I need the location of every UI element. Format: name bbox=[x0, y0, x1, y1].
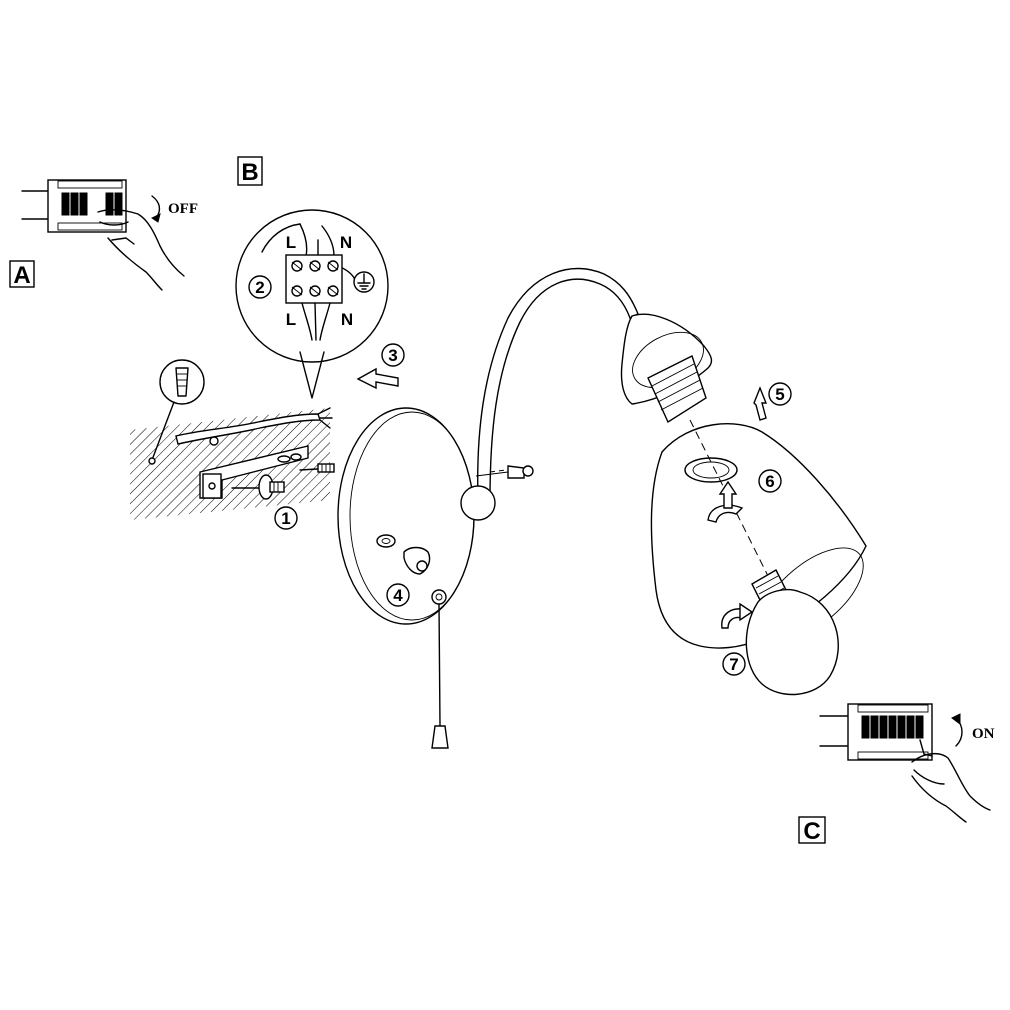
step-badge-5: 5 bbox=[768, 382, 792, 406]
wall-plug-callout bbox=[148, 359, 205, 465]
terminal-neutral-bottom: N bbox=[341, 310, 353, 329]
step-badge-4: 4 bbox=[386, 583, 410, 607]
wall-section-hatched bbox=[130, 408, 330, 520]
step-label-a: A bbox=[9, 260, 35, 289]
terminal-block bbox=[285, 254, 343, 304]
step-badge-4-text: 4 bbox=[393, 586, 403, 605]
direction-arrow-3 bbox=[356, 367, 399, 390]
breaker-switches bbox=[61, 192, 123, 216]
step-label-c-text: C bbox=[803, 818, 820, 845]
mains-cable bbox=[175, 407, 333, 446]
step-badge-7-text: 7 bbox=[729, 655, 738, 674]
hand-icon-on bbox=[911, 739, 991, 823]
step-badge-7: 7 bbox=[722, 652, 746, 676]
step-label-b: B bbox=[237, 156, 263, 186]
breaker-terminal-row-bottom bbox=[57, 222, 123, 231]
mounting-bracket bbox=[199, 445, 309, 499]
terminal-block-callout bbox=[235, 209, 389, 399]
terminal-live-top: L bbox=[286, 233, 296, 252]
step-4-fixing-screw bbox=[376, 534, 431, 575]
wall-anchor-screw bbox=[231, 474, 285, 500]
breaker-panel-on bbox=[819, 703, 933, 761]
switch-off-label: OFF bbox=[168, 201, 198, 217]
step-badge-6-text: 6 bbox=[765, 472, 774, 491]
light-bulb bbox=[745, 569, 839, 696]
breaker-panel-off bbox=[21, 179, 127, 233]
earth-ground-icon bbox=[353, 271, 375, 293]
step-badge-6: 6 bbox=[758, 469, 782, 493]
rotate-off-arrow-icon bbox=[151, 195, 161, 223]
rotate-on-arrow-icon bbox=[951, 713, 963, 747]
supply-cable-into-block bbox=[301, 302, 331, 341]
bulb-socket-thread bbox=[647, 355, 707, 424]
breaker-switches-on bbox=[861, 715, 924, 739]
bracket-screw bbox=[299, 463, 335, 473]
terminal-neutral-top: N bbox=[340, 233, 352, 252]
rotate-arrow-6 bbox=[707, 480, 744, 523]
step-badge-3-text: 3 bbox=[388, 346, 397, 365]
step-badge-1-text: 1 bbox=[281, 509, 290, 528]
step-badge-2-text: 2 bbox=[255, 278, 264, 297]
direction-arrow-5 bbox=[753, 386, 768, 421]
step-badge-3: 3 bbox=[381, 343, 405, 367]
step-badge-2: 2 bbox=[248, 275, 272, 299]
assembly-guide-dashline bbox=[489, 419, 771, 581]
step-badge-1: 1 bbox=[274, 506, 298, 530]
hand-icon-off bbox=[97, 209, 185, 291]
pull-cord-switch bbox=[431, 589, 449, 749]
gooseneck-arm bbox=[460, 267, 639, 521]
arm-retaining-screw bbox=[475, 465, 534, 479]
breaker-terminal-row-top bbox=[57, 180, 123, 189]
breaker-terminal-row-top-on bbox=[857, 704, 929, 713]
terminal-live-bottom: L bbox=[286, 310, 296, 329]
switch-on-label: ON bbox=[972, 726, 995, 742]
step-label-a-text: A bbox=[13, 262, 30, 289]
step-label-b-text: B bbox=[241, 159, 258, 186]
step-label-c: C bbox=[798, 816, 826, 845]
step-badge-5-text: 5 bbox=[775, 385, 784, 404]
rotate-arrow-7 bbox=[721, 602, 754, 629]
